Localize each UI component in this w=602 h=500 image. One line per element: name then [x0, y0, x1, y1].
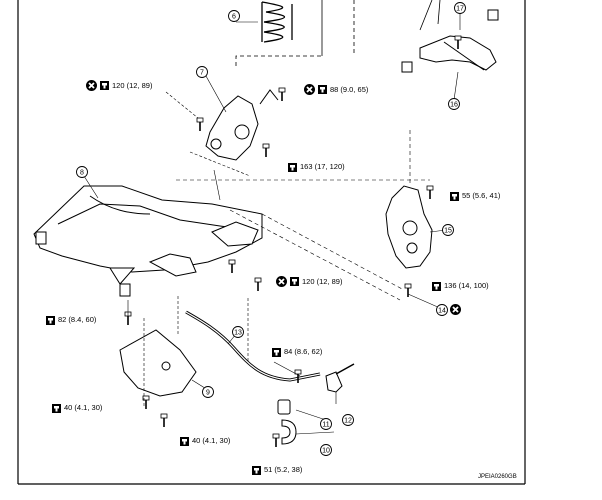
- torque-wrench-icon: [288, 162, 297, 172]
- torque-spec-6: 136 (14, 100): [432, 281, 489, 291]
- torque-value: 88 (9.0, 65): [330, 84, 369, 94]
- torque-spec-4: 55 (5.6, 41): [450, 191, 500, 201]
- svg-text:8: 8: [80, 170, 84, 177]
- svg-text:11: 11: [322, 422, 329, 429]
- torque-wrench-icon: [450, 191, 459, 201]
- torque-value: 51 (5.2, 38): [264, 465, 303, 474]
- torque-wrench-icon: [100, 81, 109, 90]
- stabilizer-bushing: [277, 399, 297, 445]
- torque-wrench-icon: [252, 465, 261, 475]
- link-bracket: [205, 89, 279, 161]
- torque-spec-7: 82 (8.4, 60): [46, 315, 96, 325]
- callout-6: 6: [228, 10, 240, 22]
- stabilizer-link: [325, 363, 355, 393]
- svg-text:15: 15: [444, 228, 452, 235]
- svg-text:13: 13: [234, 330, 242, 337]
- torque-wrench-icon: [318, 85, 327, 94]
- upper-arm: [401, 9, 499, 73]
- torque-value: 84 (8.6, 62): [284, 347, 323, 356]
- torque-spec-8: 84 (8.6, 62): [272, 347, 322, 357]
- torque-value: 120 (12, 89): [112, 80, 153, 90]
- torque-spec-2: 88 (9.0, 65): [304, 84, 368, 95]
- torque-value: 163 (17, 120): [300, 162, 345, 171]
- callout-9: 9: [202, 386, 214, 398]
- torque-wrench-icon: [180, 436, 189, 446]
- callout-8: 8: [76, 166, 88, 178]
- torque-value: 55 (5.6, 41): [462, 191, 501, 200]
- callout-13: 13: [232, 326, 244, 338]
- torque-value: 82 (8.4, 60): [58, 315, 97, 324]
- callout-7: 7: [196, 66, 208, 78]
- torque-spec-1: 120 (12, 89): [86, 80, 152, 91]
- torque-value: 40 (4.1, 30): [192, 436, 231, 445]
- torque-value: 136 (14, 100): [444, 281, 489, 290]
- steering-knuckle: [385, 185, 433, 269]
- image-code: JPEIA0260GB: [478, 474, 517, 480]
- torque-wrench-icon: [432, 281, 441, 291]
- svg-text:7: 7: [200, 70, 204, 77]
- callout-10: 10: [320, 444, 332, 456]
- torque-wrench-icon: [46, 315, 55, 325]
- torque-spec-10: 40 (4.1, 30): [180, 436, 230, 446]
- torque-wrench-icon: [290, 277, 299, 286]
- svg-text:10: 10: [322, 448, 330, 455]
- torque-spec-11: 51 (5.2, 38): [252, 465, 302, 475]
- torque-value: 120 (12, 89): [302, 276, 343, 286]
- callout-11: 11: [320, 418, 332, 430]
- coil-spring: [261, 1, 293, 43]
- svg-text:17: 17: [456, 6, 464, 13]
- torque-spec-5: 120 (12, 89): [276, 276, 342, 287]
- callout-15: 15: [442, 224, 454, 236]
- non-reusable-part-icon: [449, 303, 462, 316]
- callout-14: 14: [436, 304, 448, 316]
- leader-lines: [83, 8, 461, 435]
- svg-text:16: 16: [450, 102, 458, 109]
- svg-text:12: 12: [344, 418, 352, 425]
- callout-16: 16: [448, 98, 460, 110]
- callout-numbers: 6 7 8 9 10 11 12 13 14 15 16 17: [76, 2, 466, 456]
- non-reusable-part-icon: [86, 80, 97, 91]
- mounting-bracket: [119, 329, 197, 397]
- svg-text:14: 14: [438, 308, 446, 315]
- torque-wrench-icon: [272, 347, 281, 357]
- svg-text:6: 6: [232, 14, 236, 21]
- torque-spec-3: 163 (17, 120): [288, 162, 345, 172]
- torque-wrench-icon: [52, 403, 61, 413]
- torque-value: 40 (4.1, 30): [64, 403, 103, 412]
- torque-spec-9: 40 (4.1, 30): [52, 403, 102, 413]
- callout-12: 12: [342, 414, 354, 426]
- non-reusable-part-icon: [276, 276, 287, 287]
- svg-text:9: 9: [206, 390, 210, 397]
- non-reusable-part-icon: [304, 84, 315, 95]
- callout-17: 17: [454, 2, 466, 14]
- front-suspension-member: [33, 185, 263, 297]
